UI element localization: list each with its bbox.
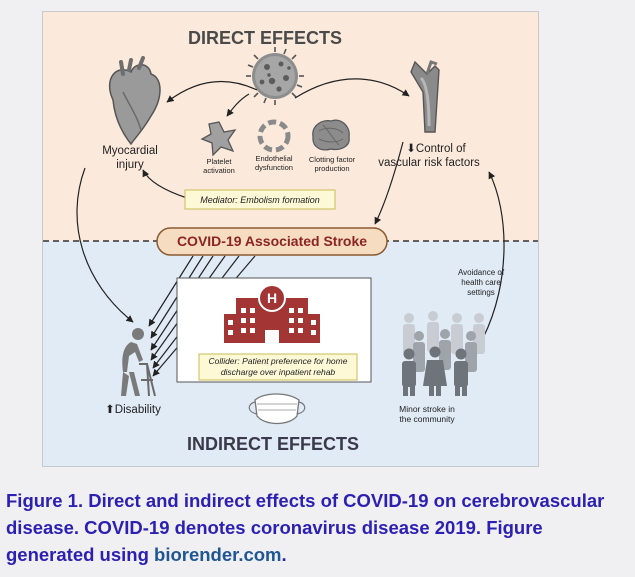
platelet-label-2: activation xyxy=(203,166,235,175)
minor-stroke-label-2: the community xyxy=(399,414,455,424)
platelet-icon xyxy=(200,121,237,157)
collider-label-2: discharge over inpatient rehab xyxy=(221,367,336,377)
disability-label: ⬆Disability xyxy=(105,403,161,416)
avoidance-to-vessel-arrow xyxy=(482,171,505,339)
face-mask-icon xyxy=(248,393,306,425)
coronavirus-icon xyxy=(246,47,304,105)
heart-to-disability-arrow xyxy=(76,167,134,323)
covid-stroke-pill: COVID-19 Associated Stroke xyxy=(156,227,388,256)
direct-effect-arrows xyxy=(76,78,505,339)
avoidance-label-1: Avoidance of xyxy=(458,268,505,277)
hospital-icon: H xyxy=(224,284,320,343)
indirect-effects-title: INDIRECT EFFECTS xyxy=(187,434,359,454)
covid-stroke-figure: DIRECT EFFECTS INDIRECT EFFECTS Myocardi… xyxy=(42,11,539,467)
clotting-label-1: Clotting factor xyxy=(309,155,356,164)
mediator-box: Mediator: Embolism formation xyxy=(184,189,336,210)
clotting-label-2: production xyxy=(314,164,349,173)
risk-factors-label-2: vascular risk factors xyxy=(378,157,480,169)
vessel-to-stroke-arrow xyxy=(374,141,404,225)
virus-to-heart-arrow xyxy=(166,80,258,103)
disability-person-icon xyxy=(121,328,156,397)
heart-icon xyxy=(108,56,161,146)
minor-stroke-label-1: Minor stroke in xyxy=(399,404,455,414)
virus-to-vessel-arrow xyxy=(294,78,410,99)
collider-label-1: Collider: Patient preference for home xyxy=(209,356,348,366)
endothelial-label-1: Endothelial xyxy=(255,154,292,163)
caption-end: . xyxy=(281,544,287,565)
figure-caption: Figure 1. Direct and indirect effects of… xyxy=(6,487,630,568)
caption-text: Figure 1. Direct and indirect effects of… xyxy=(6,490,605,565)
hospital-sign: H xyxy=(267,290,277,306)
myocardial-label-1: Myocardial xyxy=(102,145,158,157)
covid-stroke-label: COVID-19 Associated Stroke xyxy=(177,233,367,249)
direct-effects-title: DIRECT EFFECTS xyxy=(188,28,342,48)
risk-factors-label-1: ⬇Control of xyxy=(406,143,466,155)
mediator-label: Mediator: Embolism formation xyxy=(200,195,320,205)
mediator-to-heart-arrow xyxy=(142,169,188,199)
platelet-label-1: Platelet xyxy=(206,157,232,166)
virus-to-platelet-arrow xyxy=(226,93,250,117)
biorender-link[interactable]: biorender.com xyxy=(154,544,282,565)
clotting-factor-icon xyxy=(312,119,350,151)
endothelial-icon xyxy=(257,119,291,153)
collider-box: Collider: Patient preference for home di… xyxy=(198,353,358,381)
community-crowd-icon xyxy=(402,311,485,396)
avoidance-label-2: health care xyxy=(461,278,501,287)
endothelial-label-2: dysfunction xyxy=(255,163,293,172)
myocardial-label-2: injury xyxy=(116,159,144,171)
blood-vessel-icon xyxy=(410,60,440,133)
avoidance-label-3: settings xyxy=(467,288,495,297)
